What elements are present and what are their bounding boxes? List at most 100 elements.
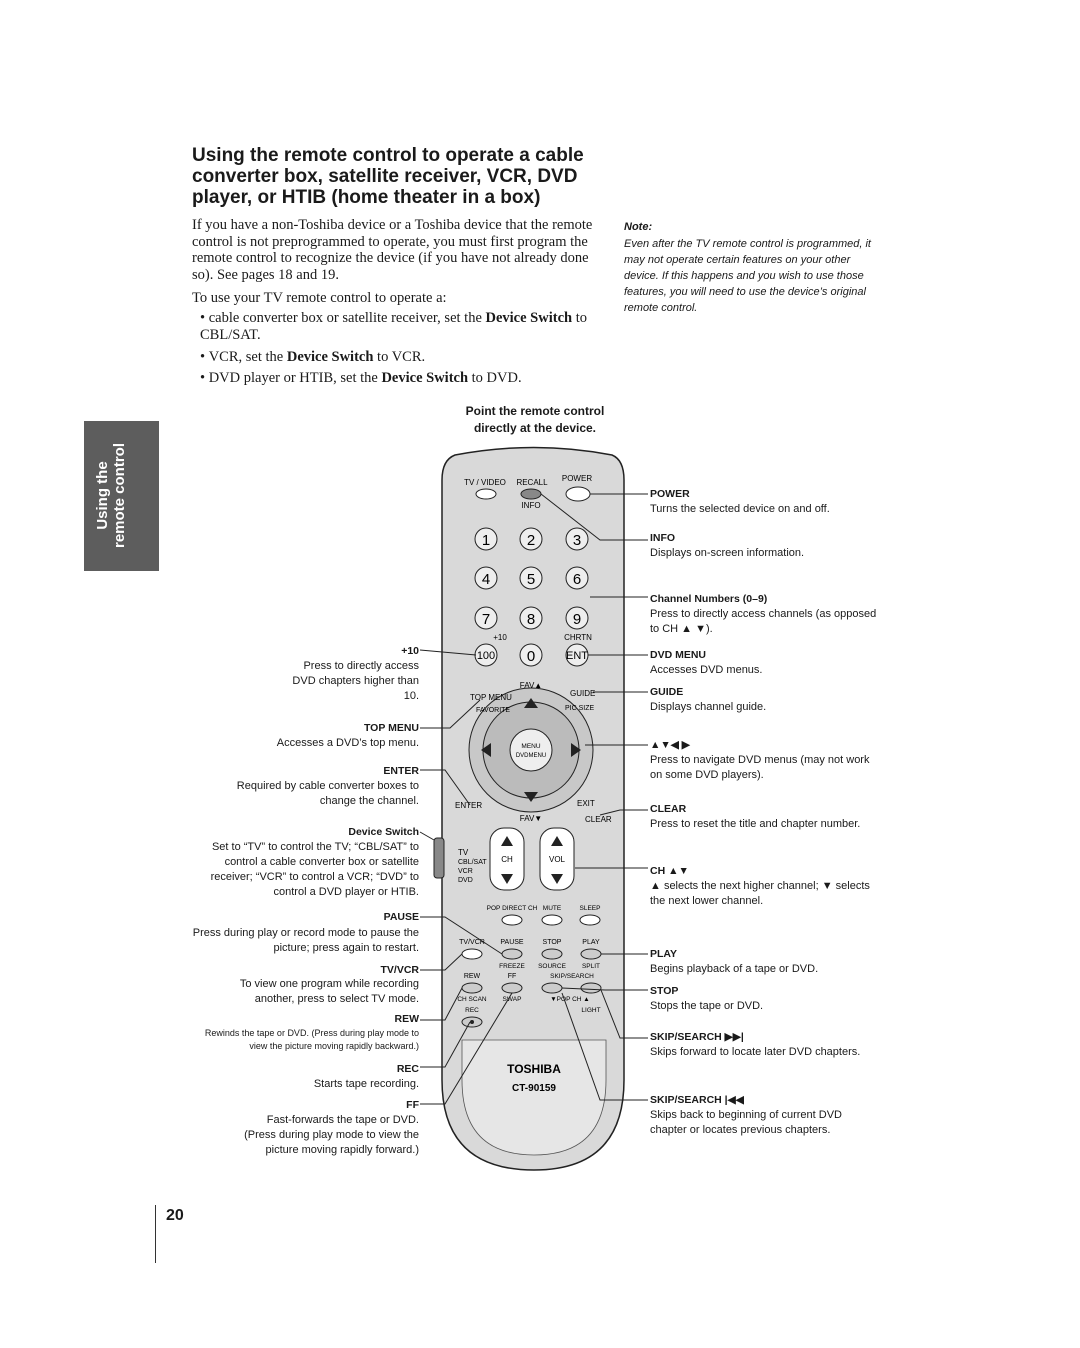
stop-label: STOP [543, 939, 562, 946]
remote-brand: TOSHIBA [507, 1062, 561, 1076]
callout-enter-text: Required by cable converter boxes to cha… [236, 780, 419, 807]
rec-label: REC [465, 1007, 479, 1014]
tv-vcr-label: TV/VCR [459, 939, 485, 946]
ch-down-icon [501, 874, 513, 884]
menu-label: MENU [521, 743, 540, 750]
digit-buttons: 1 2 3 4 5 6 7 8 9 0 100 ENT [474, 527, 589, 667]
power-label: POWER [562, 474, 592, 483]
callout-tv-vcr-label: TV/VCR [380, 964, 419, 976]
digit-button [519, 643, 543, 667]
callout-top-menu-text: Accesses a DVD’s top menu. [276, 737, 419, 749]
rew-label: REW [464, 973, 481, 980]
ch-rocker [489, 827, 525, 891]
page-number: 20 [166, 1207, 184, 1224]
power-button [565, 486, 591, 502]
play-button [580, 948, 602, 960]
callout-plus10-text: Press to directly access DVD chapters hi… [292, 660, 419, 702]
sleep-button [579, 914, 601, 926]
dvdmenu-label: DVDMENU [516, 753, 546, 759]
callout-device-switch-label: Device Switch [348, 826, 419, 838]
ch-label: CH [501, 855, 513, 864]
callout-stop-label: STOP [650, 985, 679, 997]
callout-rew-label: REW [394, 1013, 420, 1025]
stop-button [541, 948, 563, 960]
guide-ring-label: GUIDE [570, 689, 595, 698]
callout-info-text: Displays on-screen information. [650, 547, 805, 559]
vol-label: VOL [549, 855, 566, 864]
sleep-label: SLEEP [580, 905, 601, 912]
skip-forward-button [580, 982, 602, 994]
digit-label: 3 [573, 532, 581, 549]
top-menu-ring-label: TOP MENU [470, 693, 512, 702]
mute-button [541, 914, 563, 926]
callout-power-text: Turns the selected device on and off. [650, 503, 830, 515]
pic-size-label: PIC SIZE [565, 705, 595, 712]
device-switch [433, 837, 445, 879]
intro-paragraph: If you have a non-Toshiba device or a To… [192, 217, 593, 283]
callout-channel-numbers-text: Press to directly access channels (as op… [650, 608, 877, 635]
exit-ring-label: EXIT [577, 799, 595, 808]
callout-channel-numbers-label: Channel Numbers (0–9) [650, 593, 768, 605]
callout-rec-label: REC [396, 1063, 419, 1075]
play-label: PLAY [582, 939, 600, 946]
callout-pause-label: PAUSE [383, 911, 419, 923]
callout-skip-forward-text: Skips forward to locate later DVD chapte… [650, 1046, 861, 1058]
tv-vcr-button [461, 948, 483, 960]
callout-skip-forward-label: SKIP/SEARCH ▶▶| [650, 1031, 744, 1043]
hundred-label: 100 [477, 650, 495, 662]
tv-video-label: TV / VIDEO [464, 478, 506, 487]
digit-button [474, 566, 498, 590]
tv-video-button [475, 488, 497, 500]
digit-label: 1 [482, 532, 490, 549]
bullet-vcr: • VCR, set the Device Switch to VCR. [200, 349, 426, 365]
switch-cblsat-label: CBL/SAT [458, 859, 487, 866]
digit-label: 6 [573, 571, 581, 588]
favorite-ring-label: FAVORITE [476, 707, 510, 714]
digit-label: 2 [527, 532, 535, 549]
digit-label: 7 [482, 611, 490, 628]
callout-arrows-label: ▲▼◀ ▶ [650, 739, 690, 751]
note-heading: Note: [624, 221, 653, 233]
callout-skip-back-text: Skips back to beginning of current DVD c… [650, 1109, 842, 1136]
callout-pause-text: Press during play or record mode to paus… [192, 927, 419, 954]
digit-button [519, 566, 543, 590]
to-use-paragraph: To use your TV remote control to operate… [192, 290, 447, 306]
remote-bottom-panel [461, 1039, 607, 1156]
callout-dvd-menu-label: DVD MENU [650, 649, 707, 661]
ch-up-icon [501, 836, 513, 846]
down-arrow-icon [524, 792, 538, 802]
pop-ch-label: ▼POP CH ▲ [550, 996, 589, 1003]
vol-down-icon [551, 874, 563, 884]
callout-clear-label: CLEAR [650, 803, 687, 815]
mute-label: MUTE [543, 905, 562, 912]
rew-button [461, 982, 483, 994]
callout-rew-text: Rewinds the tape or DVD. (Press during p… [204, 1028, 419, 1051]
digit-label: 0 [527, 648, 535, 665]
bullet-dvd: • DVD player or HTIB, set the Device Swi… [200, 370, 522, 386]
pop-direct-ch-label: POP DIRECT CH [487, 905, 538, 912]
callout-ff-label: FF [406, 1099, 419, 1111]
switch-tv-label: TV [458, 848, 469, 857]
skip-search-label: SKIP/SEARCH [550, 973, 594, 980]
digit-label: 9 [573, 611, 581, 628]
callout-power-label: POWER [650, 488, 690, 500]
callout-skip-back-label: SKIP/SEARCH |◀◀ [650, 1094, 744, 1106]
callout-lines [419, 493, 648, 1105]
callout-play-text: Begins playback of a tape or DVD. [650, 963, 819, 975]
digit-button [565, 566, 589, 590]
fav-down-label: FAV▼ [520, 814, 542, 823]
callout-device-switch-text: Set to “TV” to control the TV; “CBL/SAT”… [210, 841, 419, 898]
callout-dvd-menu-text: Accesses DVD menus. [650, 664, 763, 676]
split-label: SPLIT [582, 963, 600, 970]
callout-enter-label: ENTER [383, 765, 419, 777]
left-arrow-icon [481, 743, 491, 757]
plus10-label: +10 [493, 633, 507, 642]
light-label: LIGHT [581, 1007, 600, 1014]
menu-button [509, 728, 553, 772]
digit-label: 4 [482, 571, 490, 588]
digit-label: 8 [527, 611, 535, 628]
pop-direct-ch-button [501, 914, 523, 926]
callout-plus10-label: +10 [401, 645, 419, 657]
switch-vcr-label: VCR [458, 868, 473, 875]
